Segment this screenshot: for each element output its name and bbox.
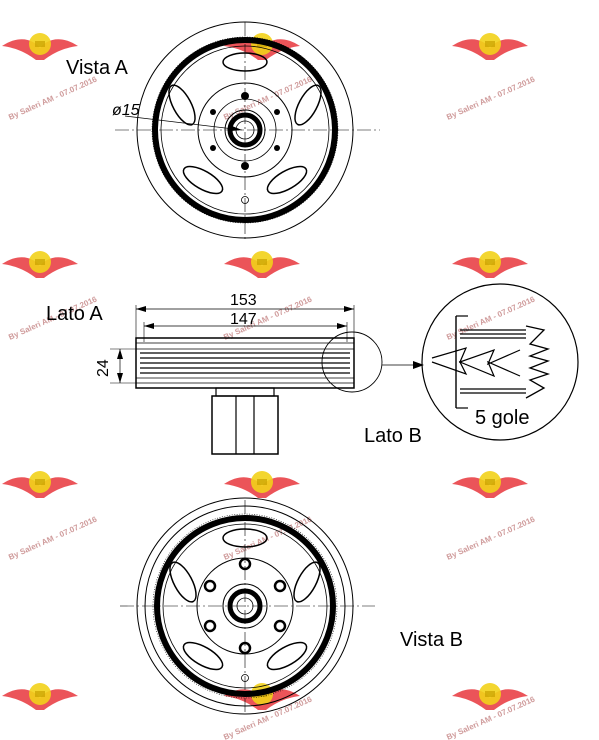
watermark-text: By Saleri AM - 07.07.2016 bbox=[445, 514, 537, 561]
grooves-label: 5 gole bbox=[475, 407, 530, 429]
groove-detail bbox=[421, 283, 579, 441]
watermark-text: By Saleri AM - 07.07.2016 bbox=[7, 514, 99, 561]
view-b bbox=[120, 497, 375, 715]
lato-b-label: Lato B bbox=[364, 425, 422, 447]
watermark-text: By Saleri AM - 07.07.2016 bbox=[445, 74, 537, 121]
overall-width-dimension: 153 bbox=[230, 292, 257, 309]
belt-width-dimension: 147 bbox=[230, 311, 257, 328]
lato-a-label: Lato A bbox=[46, 303, 103, 325]
side-view bbox=[110, 305, 424, 455]
watermark-text: By Saleri AM - 07.07.2016 bbox=[222, 74, 314, 121]
vista-a-label: Vista A bbox=[66, 57, 129, 79]
view-a bbox=[115, 21, 380, 240]
hole-diameter-label: ø15 bbox=[112, 102, 140, 119]
watermark-text: By Saleri AM - 07.07.2016 bbox=[445, 294, 537, 341]
vista-b-label: Vista B bbox=[400, 629, 463, 651]
watermark-text: By Saleri AM - 07.07.2016 bbox=[7, 74, 99, 121]
height-dimension: 24 bbox=[95, 359, 112, 377]
